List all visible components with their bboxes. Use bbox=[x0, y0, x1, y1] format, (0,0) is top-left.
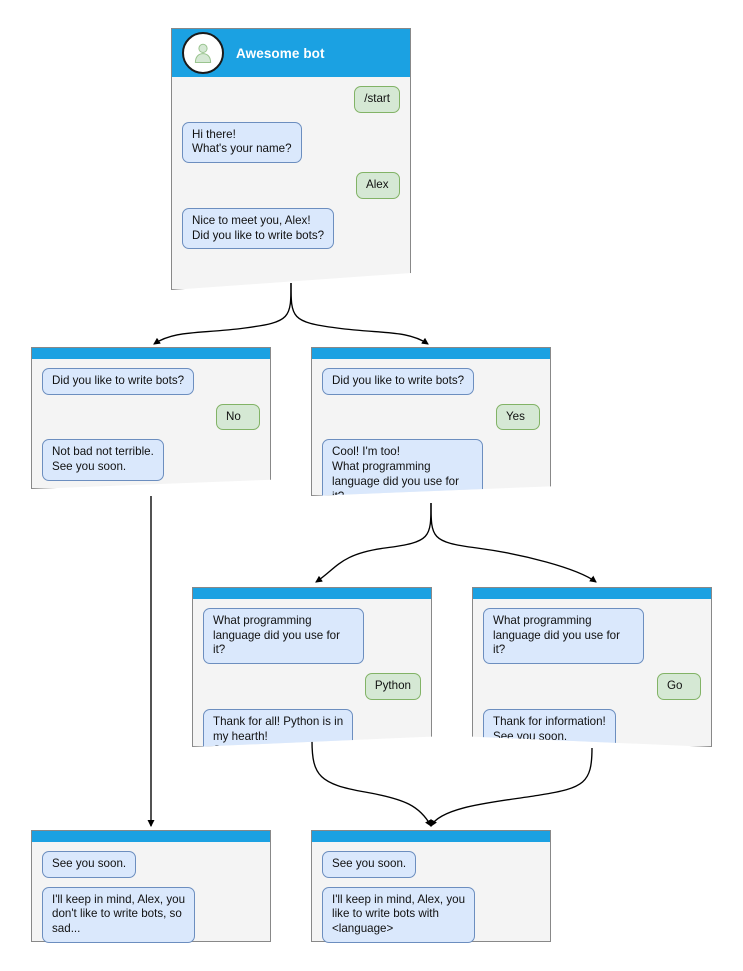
message-row: Alex bbox=[182, 172, 400, 199]
node-end-sad-header bbox=[32, 831, 270, 842]
message-row: No bbox=[42, 403, 260, 431]
message-row: Yes bbox=[322, 403, 540, 431]
bot-bubble: Not bad not terrible. See you soon. bbox=[42, 439, 164, 481]
message-row: /start bbox=[182, 86, 400, 113]
message-row: I'll keep in mind, Alex, you don't like … bbox=[42, 886, 260, 943]
bot-bubble: I'll keep in mind, Alex, you don't like … bbox=[42, 886, 196, 943]
message-row: I'll keep in mind, Alex, you like to wri… bbox=[322, 886, 540, 943]
bot-bubble: Did you like to write bots? bbox=[42, 368, 195, 395]
node-end-sad[interactable]: See you soon. I'll keep in mind, Alex, y… bbox=[31, 830, 271, 943]
message-row: Go bbox=[483, 673, 701, 700]
message-row: What programming language did you use fo… bbox=[483, 608, 701, 665]
node-go-branch-chat: What programming language did you use fo… bbox=[473, 599, 711, 747]
edge-go-to-end-happy bbox=[430, 747, 593, 827]
node-root[interactable]: Awesome bot /start Hi there! What's your… bbox=[171, 28, 411, 290]
message-row: Thank for information! See you soon. bbox=[483, 708, 701, 747]
node-python-branch-chat: What programming language did you use fo… bbox=[193, 599, 431, 747]
message-row: Hi there! What's your name? bbox=[182, 121, 400, 164]
edge-yes-to-python bbox=[315, 502, 432, 583]
node-end-happy-header bbox=[312, 831, 550, 842]
message-row: See you soon. bbox=[322, 851, 540, 878]
person-avatar-icon bbox=[182, 32, 224, 74]
bot-bubble: What programming language did you use fo… bbox=[203, 608, 365, 665]
bot-bubble: Cool! I'm too! What programming language… bbox=[322, 439, 484, 496]
bot-bubble: What programming language did you use fo… bbox=[483, 608, 645, 665]
user-bubble[interactable]: Go bbox=[657, 673, 701, 700]
node-end-sad-chat: See you soon. I'll keep in mind, Alex, y… bbox=[32, 842, 270, 953]
message-row: What programming language did you use fo… bbox=[203, 608, 421, 665]
bot-bubble: See you soon. bbox=[42, 851, 137, 878]
message-row: See you soon. bbox=[42, 851, 260, 878]
node-no-branch[interactable]: Did you like to write bots? No Not bad n… bbox=[31, 347, 271, 489]
node-end-happy[interactable]: See you soon. I'll keep in mind, Alex, y… bbox=[311, 830, 551, 943]
message-row: Did you like to write bots? bbox=[42, 368, 260, 395]
node-yes-branch-header bbox=[312, 348, 550, 359]
bot-bubble: See you soon. bbox=[322, 851, 417, 878]
user-bubble[interactable]: Alex bbox=[356, 172, 400, 199]
user-bubble[interactable]: No bbox=[216, 403, 260, 431]
node-python-branch-header bbox=[193, 588, 431, 599]
edge-root-to-yes bbox=[290, 282, 429, 345]
edge-root-to-no bbox=[153, 282, 292, 345]
node-end-happy-chat: See you soon. I'll keep in mind, Alex, y… bbox=[312, 842, 550, 953]
node-yes-branch[interactable]: Did you like to write bots? Yes Cool! I'… bbox=[311, 347, 551, 496]
node-root-header: Awesome bot bbox=[172, 29, 410, 77]
node-go-branch-header bbox=[473, 588, 711, 599]
message-row: Nice to meet you, Alex! Did you like to … bbox=[182, 207, 400, 250]
message-row: Thank for all! Python is in my hearth! S… bbox=[203, 708, 421, 747]
message-row: Cool! I'm too! What programming language… bbox=[322, 439, 540, 496]
node-no-branch-chat: Did you like to write bots? No Not bad n… bbox=[32, 359, 270, 489]
node-no-branch-header bbox=[32, 348, 270, 359]
bot-bubble: Hi there! What's your name? bbox=[182, 121, 302, 164]
message-row: Not bad not terrible. See you soon. bbox=[42, 439, 260, 481]
message-row: Did you like to write bots? bbox=[322, 368, 540, 395]
message-row: Python bbox=[203, 673, 421, 700]
edge-yes-to-go bbox=[430, 502, 597, 583]
node-root-chat: /start Hi there! What's your name? Alex … bbox=[172, 77, 410, 259]
user-bubble[interactable]: Python bbox=[364, 673, 421, 700]
node-go-branch[interactable]: What programming language did you use fo… bbox=[472, 587, 712, 747]
node-python-branch[interactable]: What programming language did you use fo… bbox=[192, 587, 432, 747]
bot-bubble: I'll keep in mind, Alex, you like to wri… bbox=[322, 886, 476, 943]
bot-bubble: Nice to meet you, Alex! Did you like to … bbox=[182, 207, 335, 250]
node-yes-branch-chat: Did you like to write bots? Yes Cool! I'… bbox=[312, 359, 550, 496]
edge-python-to-end-happy bbox=[311, 740, 432, 827]
node-root-title: Awesome bot bbox=[236, 45, 325, 61]
bot-bubble: Did you like to write bots? bbox=[322, 368, 475, 395]
user-bubble[interactable]: Yes bbox=[496, 403, 540, 431]
user-bubble[interactable]: /start bbox=[354, 86, 400, 113]
bot-bubble: Thank for information! See you soon. bbox=[483, 708, 616, 747]
bot-bubble: Thank for all! Python is in my hearth! S… bbox=[203, 708, 354, 747]
